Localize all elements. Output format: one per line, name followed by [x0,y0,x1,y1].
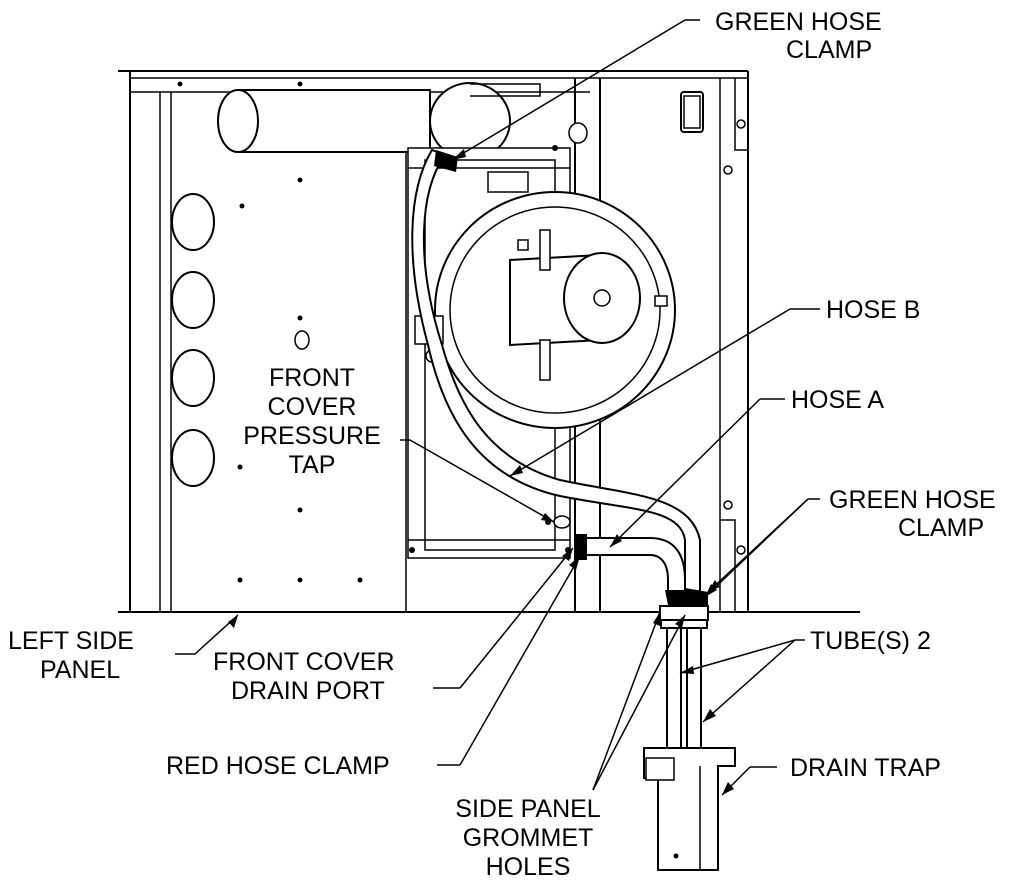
vent-pipe [217,82,588,160]
red-hose-clamp [575,534,587,560]
side-panel-grommet-holes-label: SIDE PANEL [455,795,601,823]
leader-lines [175,19,820,796]
hose-b-label: HOSE B [826,296,920,324]
drain-trap [643,747,736,871]
knockout-holes [171,81,363,583]
front-cover-pressure-tap-label: FRONT [269,364,355,392]
green-hose-clamp-top-label: GREEN HOSE [715,8,882,36]
right-panel-details [680,91,746,555]
front-cover-pressure-tap-label: PRESSURE [243,422,381,450]
callout-labels: GREEN HOSE CLAMP HOSE B HOSE A GREEN HOS… [8,8,996,881]
green-hose-clamp-top-label: CLAMP [786,36,872,64]
front-cover-drain-port-label: FRONT COVER [213,648,395,676]
green-hose-clamp-top [434,150,458,172]
grommet-and-tubes [659,605,709,772]
front-cover-pressure-tap-label: TAP [289,451,336,479]
left-side-panel-label: PANEL [40,656,120,684]
side-panel-grommet-holes-label: HOLES [486,853,571,881]
tubes-label: TUBE(S) 2 [810,627,931,655]
front-cover-drain-port-label: DRAIN PORT [231,677,385,705]
left-side-panel-label: LEFT SIDE [8,627,134,655]
green-hose-clamps-bottom [665,588,708,606]
front-cover-pressure-tap-label: COVER [268,393,357,421]
green-hose-clamp-right-label: CLAMP [898,514,984,542]
hose-a-label: HOSE A [791,386,884,414]
drain-trap-label: DRAIN TRAP [790,754,941,782]
red-hose-clamp-label: RED HOSE CLAMP [166,752,390,780]
side-panel-grommet-holes-label: GROMMET [463,824,594,852]
green-hose-clamp-right-label: GREEN HOSE [829,486,996,514]
arrowheads [228,149,734,795]
